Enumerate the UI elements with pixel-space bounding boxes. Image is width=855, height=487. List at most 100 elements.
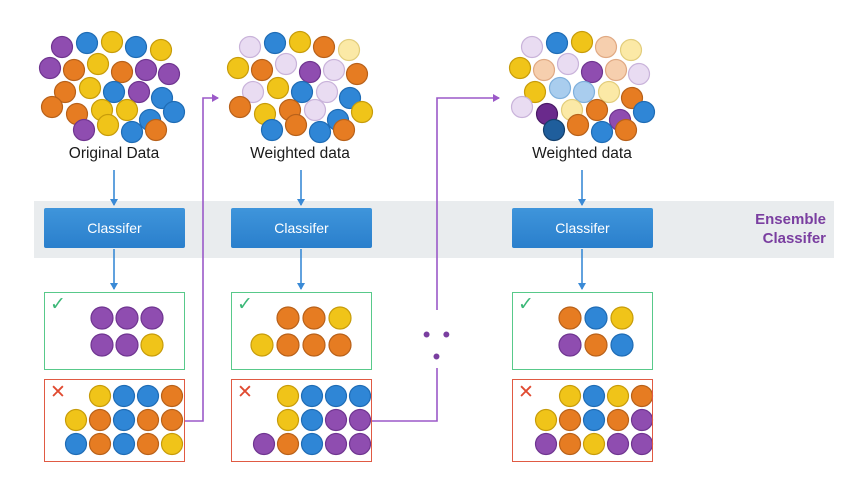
wrong-point bbox=[606, 408, 630, 432]
wrong-point bbox=[112, 408, 136, 432]
data-point bbox=[619, 38, 643, 62]
data-point bbox=[604, 58, 628, 82]
data-point bbox=[345, 62, 369, 86]
data-point bbox=[308, 120, 332, 144]
data-point bbox=[614, 118, 638, 142]
classifier-1: Classifer bbox=[44, 208, 185, 248]
data-point bbox=[228, 95, 252, 119]
data-point bbox=[78, 76, 102, 100]
data-point bbox=[350, 100, 374, 124]
wrong-point bbox=[558, 384, 582, 408]
correct-point bbox=[140, 306, 164, 330]
data-point bbox=[570, 30, 594, 54]
correct-point bbox=[584, 333, 608, 357]
data-point bbox=[120, 120, 144, 144]
wrong-point bbox=[558, 432, 582, 456]
data-point bbox=[238, 35, 262, 59]
wrong-point bbox=[324, 432, 348, 456]
data-point bbox=[597, 80, 621, 104]
wrong-point bbox=[88, 432, 112, 456]
data-point bbox=[100, 30, 124, 54]
reweight-arrow-2b bbox=[436, 94, 500, 310]
correct-point bbox=[250, 333, 274, 357]
data-point bbox=[556, 52, 580, 76]
wrong-point bbox=[136, 384, 160, 408]
data-point bbox=[263, 31, 287, 55]
data-point bbox=[260, 118, 284, 142]
data-point bbox=[322, 58, 346, 82]
wrong-point bbox=[276, 384, 300, 408]
wrong-point bbox=[276, 432, 300, 456]
wrong-point bbox=[300, 384, 324, 408]
correct-point bbox=[610, 306, 634, 330]
wrong-point bbox=[136, 432, 160, 456]
data-point bbox=[250, 58, 274, 82]
data-point bbox=[110, 60, 134, 84]
data-point bbox=[303, 98, 327, 122]
wrong-point bbox=[112, 432, 136, 456]
wrong-point bbox=[348, 384, 372, 408]
check-icon: ✓ bbox=[50, 294, 66, 315]
wrong-point bbox=[348, 432, 372, 456]
correct-point bbox=[90, 306, 114, 330]
label-original-data: Original Data bbox=[68, 145, 160, 162]
wrong-box-1 bbox=[44, 379, 185, 462]
data-point bbox=[72, 118, 96, 142]
correct-point bbox=[276, 306, 300, 330]
data-point bbox=[102, 80, 126, 104]
wrong-point bbox=[64, 432, 88, 456]
wrong-point bbox=[160, 384, 184, 408]
wrong-point bbox=[606, 384, 630, 408]
wrong-point bbox=[606, 432, 630, 456]
data-point bbox=[86, 52, 110, 76]
wrong-point bbox=[160, 408, 184, 432]
wrong-point bbox=[534, 432, 558, 456]
data-point bbox=[508, 56, 532, 80]
data-point bbox=[241, 80, 265, 104]
data-point bbox=[288, 30, 312, 54]
data-point bbox=[585, 98, 609, 122]
classifier-2: Classifer bbox=[231, 208, 372, 248]
data-point bbox=[134, 58, 158, 82]
data-point bbox=[337, 38, 361, 62]
data-point bbox=[523, 80, 547, 104]
wrong-point bbox=[534, 408, 558, 432]
correct-point bbox=[302, 333, 326, 357]
wrong-point bbox=[582, 384, 606, 408]
data-point bbox=[532, 58, 556, 82]
label-weighted-data-1: Weighted data bbox=[250, 145, 350, 162]
data-point bbox=[545, 31, 569, 55]
correct-point bbox=[302, 306, 326, 330]
data-point bbox=[157, 62, 181, 86]
correct-point bbox=[140, 333, 164, 357]
data-point bbox=[53, 80, 77, 104]
correct-point bbox=[584, 306, 608, 330]
data-point bbox=[590, 120, 614, 144]
data-point bbox=[332, 118, 356, 142]
data-point bbox=[315, 80, 339, 104]
data-point bbox=[520, 35, 544, 59]
wrong-box-2 bbox=[231, 379, 372, 462]
data-point bbox=[226, 56, 250, 80]
data-point bbox=[632, 100, 656, 124]
check-icon: ✓ bbox=[518, 294, 534, 315]
wrong-point bbox=[88, 384, 112, 408]
data-point bbox=[50, 35, 74, 59]
correct-box-1 bbox=[44, 292, 185, 370]
data-point bbox=[38, 56, 62, 80]
correct-point bbox=[276, 333, 300, 357]
correct-box-3 bbox=[512, 292, 653, 370]
correct-point bbox=[558, 333, 582, 357]
classifier-3: Classifer bbox=[512, 208, 653, 248]
wrong-point bbox=[136, 408, 160, 432]
reweight-arrow-2a bbox=[372, 368, 438, 422]
correct-point bbox=[328, 306, 352, 330]
wrong-point bbox=[582, 432, 606, 456]
data-point bbox=[548, 76, 572, 100]
data-point bbox=[566, 113, 590, 137]
correct-box-2 bbox=[231, 292, 372, 370]
data-point bbox=[62, 58, 86, 82]
data-point bbox=[594, 35, 618, 59]
